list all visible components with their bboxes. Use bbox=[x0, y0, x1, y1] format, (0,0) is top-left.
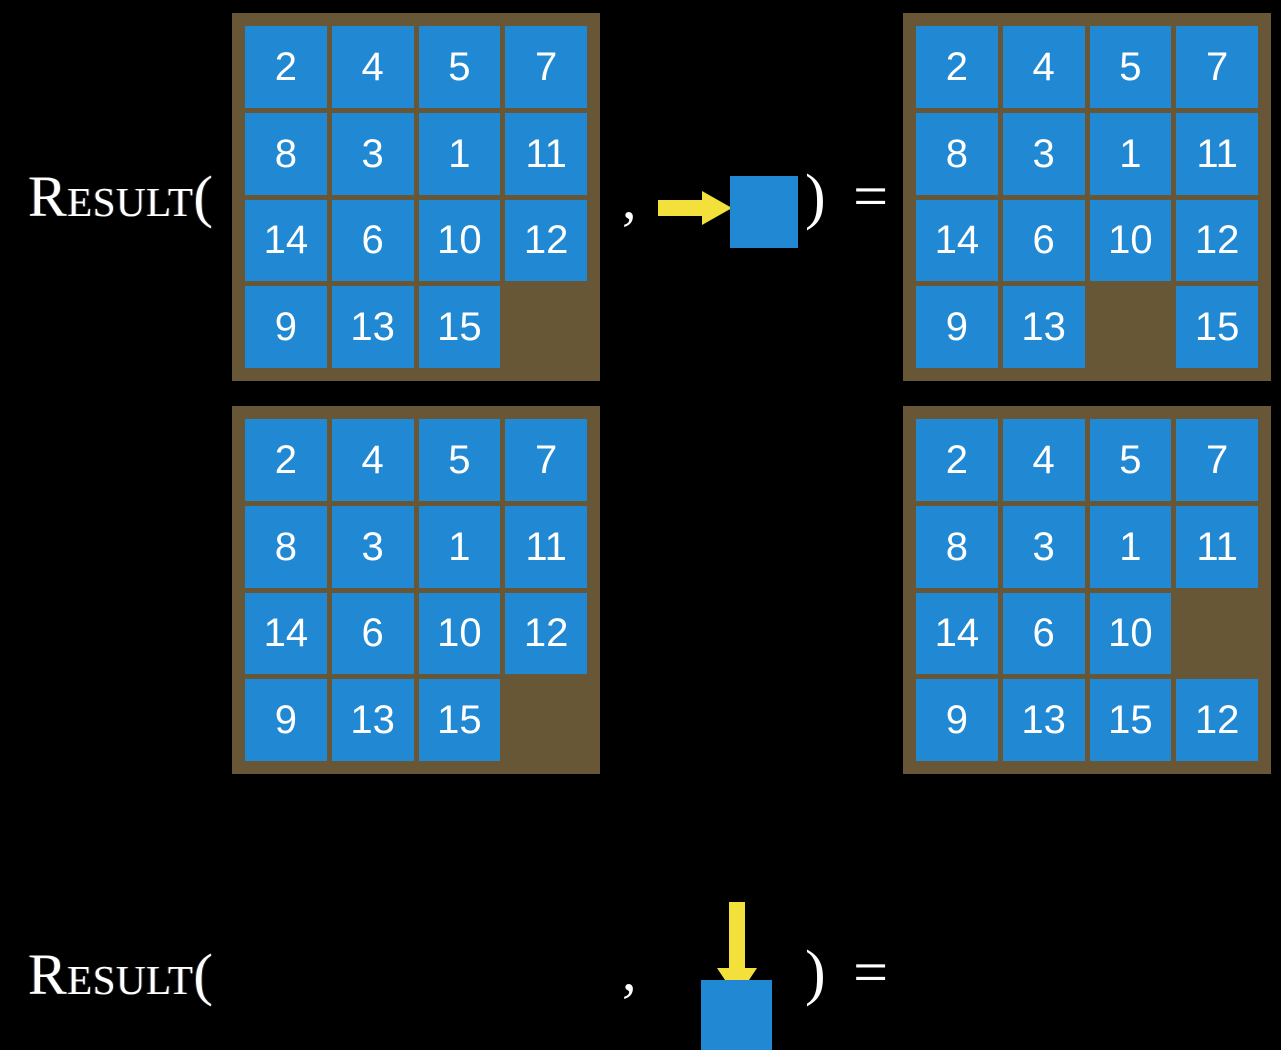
comma-separator-top: , bbox=[622, 166, 637, 231]
result-function-label-top: Result( bbox=[28, 164, 214, 229]
puzzle-tile[interactable]: 2 bbox=[916, 26, 998, 108]
puzzle-tile[interactable]: 8 bbox=[916, 505, 998, 588]
close-paren-equals-bottom: ) = bbox=[805, 939, 895, 1007]
puzzle-tile[interactable]: 11 bbox=[1176, 112, 1258, 195]
puzzle-tile[interactable]: 11 bbox=[1176, 505, 1258, 588]
puzzle-tile[interactable]: 15 bbox=[418, 286, 501, 368]
puzzle-tile[interactable]: 8 bbox=[916, 112, 998, 195]
puzzle-tile[interactable]: 13 bbox=[331, 286, 414, 368]
puzzle-tile[interactable]: 1 bbox=[1089, 112, 1172, 195]
puzzle-tile[interactable]: 2 bbox=[245, 26, 327, 108]
puzzle-tile[interactable]: 7 bbox=[505, 26, 587, 108]
result-function-label-bottom: Result( bbox=[28, 942, 214, 1007]
puzzle-tile[interactable]: 14 bbox=[245, 592, 327, 675]
puzzle-tile[interactable]: 7 bbox=[505, 419, 587, 501]
puzzle-tile[interactable]: 10 bbox=[1089, 199, 1172, 282]
puzzle-tile[interactable]: 5 bbox=[418, 419, 501, 501]
puzzle-tile[interactable]: 6 bbox=[331, 592, 414, 675]
puzzle-tile[interactable]: 14 bbox=[245, 199, 327, 282]
puzzle-tile[interactable]: 15 bbox=[1089, 679, 1172, 761]
puzzle-tile[interactable]: 5 bbox=[1089, 419, 1172, 501]
puzzle-tile[interactable]: 4 bbox=[331, 419, 414, 501]
puzzle-tile[interactable]: 13 bbox=[1002, 679, 1085, 761]
puzzle-tile[interactable]: 4 bbox=[1002, 419, 1085, 501]
puzzle-tile[interactable]: 8 bbox=[245, 505, 327, 588]
comma-separator-bottom: , bbox=[622, 938, 637, 1003]
puzzle-tile[interactable]: 9 bbox=[916, 679, 998, 761]
puzzle-tile[interactable]: 10 bbox=[418, 592, 501, 675]
puzzle-tile[interactable]: 12 bbox=[1176, 199, 1258, 282]
puzzle-tile[interactable]: 7 bbox=[1176, 26, 1258, 108]
puzzle-tile[interactable]: 15 bbox=[418, 679, 501, 761]
puzzle-tile[interactable]: 10 bbox=[1089, 592, 1172, 675]
puzzle-tile[interactable]: 3 bbox=[331, 505, 414, 588]
puzzle-blank-cell bbox=[1176, 593, 1258, 675]
puzzle-tile[interactable]: 6 bbox=[331, 199, 414, 282]
puzzle-blank-cell bbox=[1090, 286, 1172, 368]
puzzle-tile[interactable]: 15 bbox=[1176, 286, 1258, 368]
close-paren-equals-top: ) = bbox=[805, 163, 895, 231]
puzzle-tile[interactable]: 9 bbox=[245, 286, 327, 368]
puzzle-tile[interactable]: 1 bbox=[1089, 505, 1172, 588]
puzzle-tile[interactable]: 4 bbox=[1002, 26, 1085, 108]
puzzle-tile[interactable]: 2 bbox=[245, 419, 327, 501]
puzzle-tile[interactable]: 9 bbox=[916, 286, 998, 368]
puzzle-tile[interactable]: 2 bbox=[916, 419, 998, 501]
puzzle-tile[interactable]: 1 bbox=[418, 112, 501, 195]
puzzle-tile[interactable]: 5 bbox=[418, 26, 501, 108]
puzzle-tile[interactable]: 10 bbox=[418, 199, 501, 282]
puzzle-tile[interactable]: 6 bbox=[1002, 592, 1085, 675]
puzzle-tile[interactable]: 4 bbox=[331, 26, 414, 108]
puzzle-tile[interactable]: 13 bbox=[1002, 286, 1085, 368]
puzzle-tile[interactable]: 3 bbox=[1002, 505, 1085, 588]
puzzle-tile[interactable]: 13 bbox=[331, 679, 414, 761]
blank-tile-square-top bbox=[730, 176, 798, 248]
puzzle-tile[interactable]: 14 bbox=[916, 592, 998, 675]
arrow-right-icon bbox=[658, 191, 732, 225]
blank-tile-square-bottom bbox=[701, 980, 772, 1050]
puzzle-tile[interactable]: 5 bbox=[1089, 26, 1172, 108]
puzzle-tile[interactable]: 14 bbox=[916, 199, 998, 282]
puzzle-tile[interactable]: 12 bbox=[505, 199, 587, 282]
operator-group-top: , ) = bbox=[600, 0, 900, 392]
puzzle-tile[interactable]: 3 bbox=[331, 112, 414, 195]
puzzle-blank-cell bbox=[505, 679, 587, 761]
operator-group-bottom: , ) = bbox=[600, 390, 900, 1050]
puzzle-tile[interactable]: 12 bbox=[1176, 679, 1258, 761]
puzzle-tile[interactable]: 11 bbox=[505, 505, 587, 588]
puzzle-tile[interactable]: 1 bbox=[418, 505, 501, 588]
puzzle-tile[interactable]: 6 bbox=[1002, 199, 1085, 282]
puzzle-tile[interactable]: 3 bbox=[1002, 112, 1085, 195]
puzzle-tile[interactable]: 12 bbox=[505, 592, 587, 675]
puzzle-tile[interactable]: 8 bbox=[245, 112, 327, 195]
puzzle-tile[interactable]: 9 bbox=[245, 679, 327, 761]
puzzle-blank-cell bbox=[505, 286, 587, 368]
puzzle-tile[interactable]: 11 bbox=[505, 112, 587, 195]
puzzle-tile[interactable]: 7 bbox=[1176, 419, 1258, 501]
